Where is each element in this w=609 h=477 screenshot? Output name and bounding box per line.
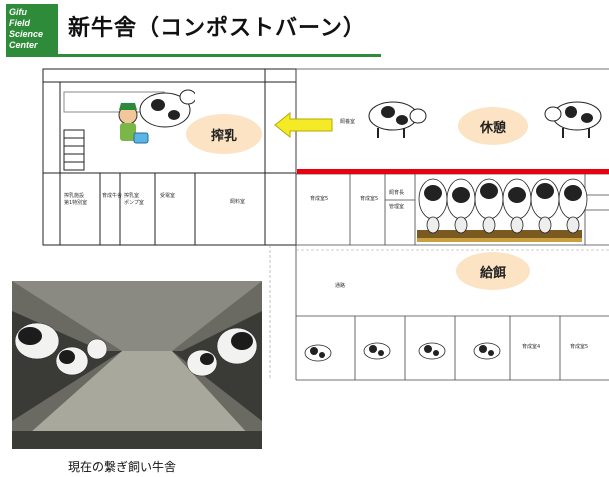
room-label: 飼料室 [230,199,246,205]
room-label: 受電室 [160,193,176,199]
room-label: 搾乳施設 [64,193,85,199]
room-label: 育成室5 [310,196,329,202]
feeding-cows-icon [418,178,588,234]
logo-line-1: Gifu [9,7,27,17]
room-label: 搾乳室 [124,193,140,199]
rest-label: 休憩 [458,107,528,145]
room-label: 管理室 [389,204,405,210]
room-label: 飼養室 [340,119,356,125]
cow-icon [368,101,427,138]
feeding-label: 給餌 [456,252,530,290]
room-label: 第1特別室 [64,200,88,206]
room-label: 育成室4 [522,344,541,350]
milking-label: 搾乳 [186,114,262,154]
room-label: 育成室5 [570,344,589,350]
current-barn-photo [12,281,262,449]
room-label: 通路 [335,283,346,289]
farmer-milking-icon [118,89,195,144]
feeding-label-text: 給餌 [479,265,506,281]
logo-line-4: Center [9,40,38,50]
center-logo: Gifu Field Science Center [6,4,58,54]
logo-line-3: Science [9,29,44,39]
page-title: 新牛舎（コンポストバーン） [68,16,366,41]
photo-caption: 現在の繋ぎ飼い牛舎 [68,460,177,474]
room-label: 育成牛舎 [102,193,123,199]
room-label: ポンプ室 [124,200,144,206]
arrow-left-icon [274,111,333,139]
logo-line-2: Field [9,18,31,28]
cow-icon [544,101,602,138]
room-label: 飼育長 [389,190,405,196]
rest-label-text: 休憩 [479,120,506,136]
room-label: 育成室5 [360,196,379,202]
milking-label-text: 搾乳 [210,128,237,144]
title-underline [6,54,381,57]
feed-line-bar [297,169,609,174]
pen-cows-icon [304,342,501,362]
